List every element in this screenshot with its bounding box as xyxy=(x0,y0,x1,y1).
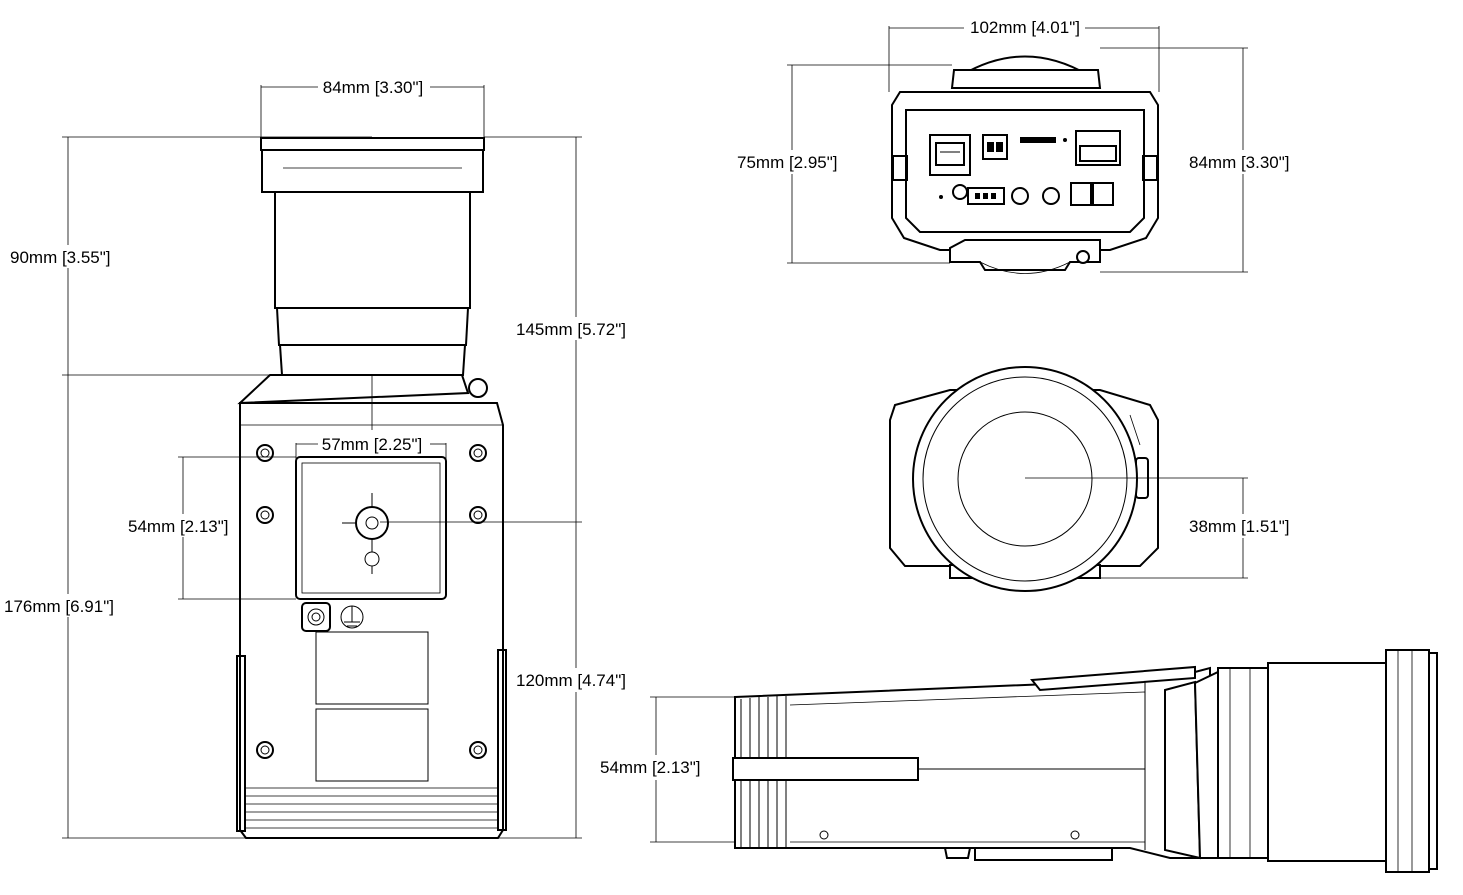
label-side-height: 54mm [2.13"] xyxy=(600,758,701,777)
top-view xyxy=(236,137,507,839)
top-view-lens xyxy=(237,137,488,405)
label-rear-height-overall: 84mm [3.30"] xyxy=(1189,153,1290,172)
top-view-dimension-lines xyxy=(62,85,582,839)
front-view-dimension-lines xyxy=(1100,478,1248,579)
label-mount-width: 57mm [2.25"] xyxy=(322,435,423,454)
label-body-length: 120mm [4.74"] xyxy=(516,671,626,690)
label-front-lens-width: 84mm [3.30"] xyxy=(323,78,424,97)
front-view xyxy=(889,366,1248,592)
label-rear-width: 102mm [4.01"] xyxy=(970,18,1080,37)
label-mount-height: 54mm [2.13"] xyxy=(128,517,229,536)
side-view-dimension-lines xyxy=(650,696,735,843)
dimension-labels: 84mm [3.30"] 90mm [3.55"] 145mm [5.72"] … xyxy=(4,18,1290,777)
label-lens-length: 90mm [3.55"] xyxy=(10,248,111,267)
top-view-body xyxy=(236,402,507,839)
rear-view xyxy=(891,55,1159,274)
label-rear-height: 75mm [2.95"] xyxy=(737,153,838,172)
label-body-height-with-lens: 145mm [5.72"] xyxy=(516,320,626,339)
side-view xyxy=(732,649,1438,873)
rear-view-dimension-lines xyxy=(787,26,1248,273)
label-total-length: 176mm [6.91"] xyxy=(4,597,114,616)
label-lens-center-height: 38mm [1.51"] xyxy=(1189,517,1290,536)
